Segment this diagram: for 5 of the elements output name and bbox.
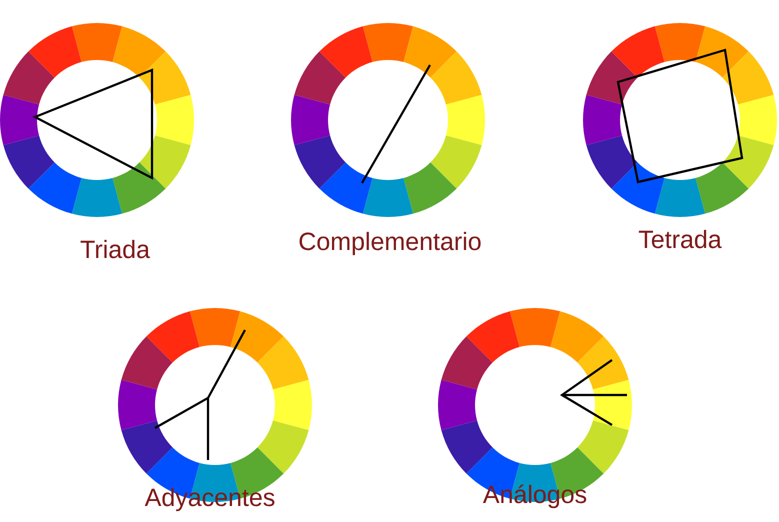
wheel-label: Tetrada: [638, 230, 722, 248]
wheel-label: Complementario: [300, 232, 481, 256]
wheel-label: Análogos: [482, 484, 586, 508]
wheel-label: Triada: [80, 240, 150, 258]
wheel-label: Adyacentes: [144, 488, 274, 512]
